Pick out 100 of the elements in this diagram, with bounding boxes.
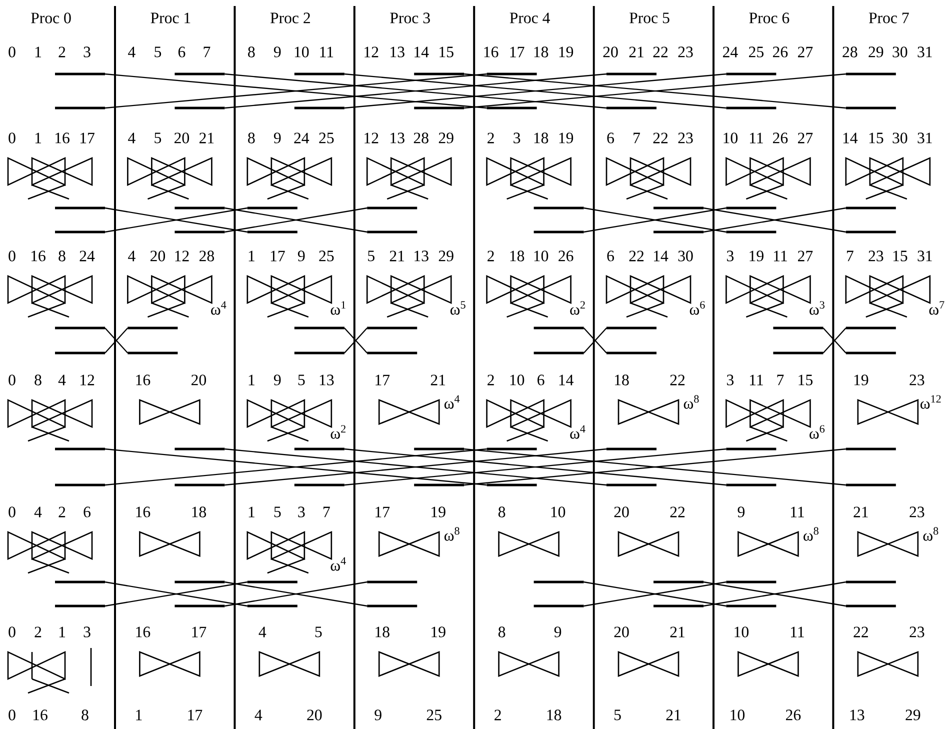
index-number: 14 bbox=[843, 132, 858, 144]
index-number: 1 bbox=[248, 250, 254, 262]
index-number: 7 bbox=[324, 506, 330, 518]
index-number: 22 bbox=[629, 250, 644, 262]
index-number: 17 bbox=[376, 374, 390, 386]
index-number: 2 bbox=[494, 710, 501, 720]
index-number: 8 bbox=[498, 626, 506, 638]
index-number: 21 bbox=[200, 132, 214, 144]
index-number: 10 bbox=[730, 710, 745, 720]
index-number: 9 bbox=[738, 506, 744, 518]
twiddle-factor: ω$^{1}$ bbox=[330, 301, 346, 315]
index-number: 19 bbox=[854, 374, 868, 386]
index-number: 24 bbox=[80, 250, 95, 262]
index-number: 18 bbox=[192, 506, 206, 518]
index-number: 8 bbox=[498, 506, 506, 518]
index-number: 4 bbox=[128, 46, 136, 58]
index-number: 0 bbox=[8, 710, 16, 720]
index-number: 18 bbox=[534, 132, 548, 144]
index-number: 21 bbox=[670, 626, 684, 638]
index-number: 5 bbox=[614, 710, 621, 720]
index-number: 27 bbox=[798, 132, 813, 144]
index-number: 6 bbox=[607, 132, 614, 144]
column-header: Proc 4 bbox=[510, 12, 550, 24]
index-number: 7 bbox=[634, 132, 640, 144]
index-number: 5 bbox=[298, 374, 305, 386]
index-number: 27 bbox=[798, 46, 813, 58]
index-number: 21 bbox=[666, 710, 680, 720]
index-number: 18 bbox=[510, 250, 524, 262]
index-number: 1 bbox=[248, 374, 254, 386]
index-number: 5 bbox=[315, 626, 322, 638]
index-number: 2 bbox=[58, 46, 66, 58]
index-number: 0 bbox=[8, 626, 16, 638]
index-number: 14 bbox=[414, 46, 429, 58]
index-number: 13 bbox=[414, 250, 428, 262]
index-number: 18 bbox=[534, 46, 548, 58]
index-number: 16 bbox=[34, 710, 48, 720]
index-number: 5 bbox=[154, 132, 162, 144]
index-number: 21 bbox=[430, 374, 446, 386]
index-number: 21 bbox=[854, 506, 868, 518]
index-number: 9 bbox=[374, 710, 382, 720]
index-number: 0 bbox=[8, 506, 16, 518]
index-number: 5 bbox=[368, 250, 374, 262]
index-number: 20 bbox=[150, 250, 166, 262]
index-number: 13 bbox=[850, 710, 864, 720]
index-number: 1 bbox=[35, 46, 42, 58]
twiddle-factor: ω$^{12}$ bbox=[920, 395, 941, 409]
index-number: 7 bbox=[847, 250, 854, 262]
twiddle-factor: ω$^{7}$ bbox=[929, 301, 944, 315]
index-number: 10 bbox=[510, 374, 524, 386]
index-number: 29 bbox=[438, 132, 454, 144]
index-number: 29 bbox=[906, 710, 920, 720]
column-header: Proc 7 bbox=[868, 12, 909, 24]
index-number: 3 bbox=[84, 626, 90, 638]
index-number: 16 bbox=[484, 46, 498, 58]
index-number: 22 bbox=[670, 506, 685, 518]
index-number: 1 bbox=[248, 506, 254, 518]
index-number: 14 bbox=[654, 250, 668, 262]
index-number: 4 bbox=[58, 374, 66, 386]
index-number: 2 bbox=[488, 250, 494, 262]
index-number: 28 bbox=[842, 46, 858, 58]
index-number: 8 bbox=[248, 132, 255, 144]
index-number: 6 bbox=[84, 506, 90, 518]
index-number: 22 bbox=[670, 374, 685, 386]
index-number: 26 bbox=[786, 710, 801, 720]
index-number: 23 bbox=[868, 250, 884, 262]
index-number: 5 bbox=[274, 506, 281, 518]
index-number: 11 bbox=[320, 46, 334, 58]
index-number: 9 bbox=[274, 132, 281, 144]
index-number: 17 bbox=[80, 132, 94, 144]
index-number: 20 bbox=[614, 506, 629, 518]
index-number: 19 bbox=[432, 626, 446, 638]
index-number: 30 bbox=[892, 46, 908, 58]
index-number: 30 bbox=[678, 250, 693, 262]
index-number: 26 bbox=[558, 250, 574, 262]
index-number: 22 bbox=[854, 626, 868, 638]
index-number: 2 bbox=[58, 506, 66, 518]
index-number: 20 bbox=[192, 374, 206, 386]
index-number: 1 bbox=[136, 710, 142, 720]
twiddle-factor: ω$^{6}$ bbox=[690, 301, 705, 315]
twiddle-factor: ω$^{4}$ bbox=[330, 557, 346, 571]
index-number: 6 bbox=[178, 46, 186, 58]
index-number: 11 bbox=[750, 374, 763, 386]
index-number: 12 bbox=[80, 374, 94, 386]
index-number: 16 bbox=[56, 132, 70, 144]
index-number: 8 bbox=[34, 374, 42, 386]
index-number: 14 bbox=[559, 374, 574, 386]
index-number: 19 bbox=[750, 250, 764, 262]
index-number: 13 bbox=[390, 46, 404, 58]
index-number: 20 bbox=[307, 710, 322, 720]
twiddle-factor: ω$^{5}$ bbox=[450, 301, 466, 315]
index-number: 18 bbox=[615, 374, 629, 386]
index-number: 17 bbox=[188, 710, 202, 720]
index-number: 12 bbox=[364, 46, 378, 58]
index-number: 16 bbox=[136, 506, 150, 518]
index-number: 13 bbox=[390, 132, 404, 144]
index-number: 1 bbox=[59, 626, 66, 638]
index-number: 16 bbox=[136, 626, 150, 638]
index-number: 23 bbox=[910, 626, 924, 638]
index-number: 23 bbox=[678, 132, 693, 144]
index-number: 23 bbox=[910, 374, 924, 386]
